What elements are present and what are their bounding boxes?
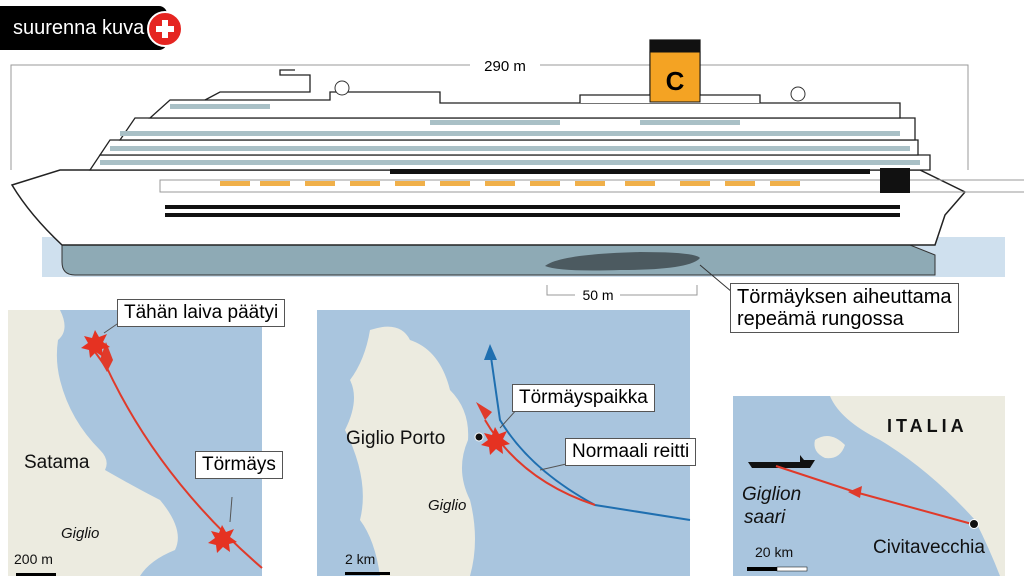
underwater-hull	[61, 244, 936, 276]
ship-icon	[748, 455, 815, 468]
town-label: Giglio Porto	[346, 428, 446, 449]
gash-dimension	[546, 285, 698, 296]
funnel-logo: C	[666, 66, 685, 96]
scale-label: 20 km	[755, 544, 794, 560]
funnel	[649, 51, 701, 103]
ship-length-label: 290 m	[484, 58, 526, 75]
lifeboats	[159, 179, 1024, 193]
port-label: Civitavecchia	[873, 537, 985, 558]
hull-gash	[545, 252, 700, 271]
collision-label: Törmäys	[195, 451, 283, 479]
deck-bands	[100, 104, 920, 165]
collision-site-label: Törmäyspaikka	[512, 384, 655, 412]
map-local	[8, 310, 263, 576]
windows	[165, 168, 910, 217]
radar-dome	[790, 86, 806, 102]
map-region	[733, 396, 1005, 576]
callout-line-2: repeämä rungossa	[737, 308, 904, 330]
scale-label: 200 m	[14, 551, 53, 567]
end-position-label: Tähän laiva päätyi	[117, 299, 286, 327]
country-label: ITALIA	[887, 416, 968, 436]
callout-pointer	[699, 264, 733, 293]
enlarge-image-button[interactable]: suurenna kuva	[0, 6, 167, 50]
funnel-top	[650, 40, 700, 52]
scale-label: 2 km	[345, 551, 376, 567]
callout-line-1: Törmäyksen aiheuttama	[737, 286, 952, 308]
island-label: Giglio	[428, 497, 467, 514]
radar-dome	[334, 80, 350, 96]
enlarge-label: suurenna kuva	[13, 17, 145, 39]
harbor-label: Satama	[24, 452, 90, 473]
normal-route-label: Normaali reitti	[565, 438, 697, 466]
lifeboat-row	[220, 181, 800, 186]
plus-icon[interactable]	[147, 11, 183, 47]
island-label-1: Giglion	[742, 484, 802, 505]
island-label: Giglio	[61, 525, 100, 542]
island-label-2: saari	[744, 507, 786, 528]
gash-length-label: 50 m	[582, 287, 613, 303]
